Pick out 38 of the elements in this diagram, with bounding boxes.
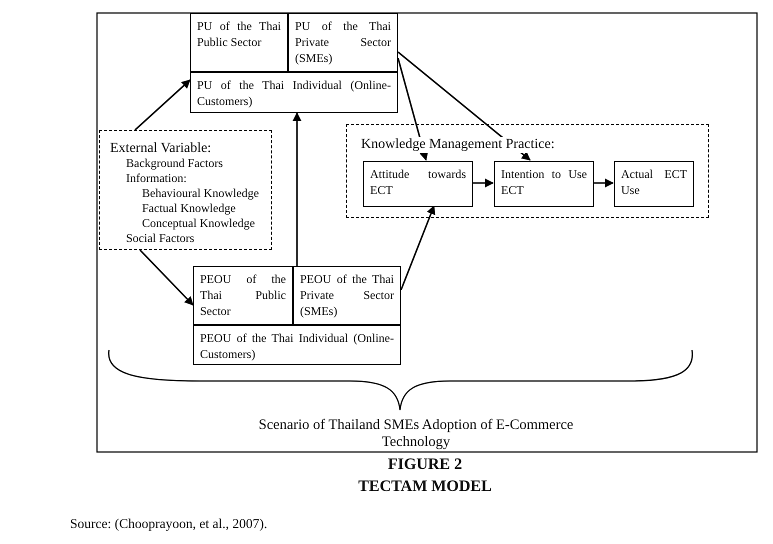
- concept-box: [190, 72, 398, 113]
- concept-box: [494, 161, 594, 207]
- arrow: [400, 205, 436, 290]
- box-text: Attitude towards ECT: [370, 166, 466, 198]
- dashed-group-box: [99, 130, 272, 250]
- figure-number: FIGURE 2: [386, 456, 464, 473]
- box-text: Intention to Use ECT: [501, 166, 587, 198]
- box-text: PEOU of the Thai Individual (Online-Customers): [200, 330, 394, 362]
- box-text: Factual Knowledge: [141, 201, 237, 216]
- concept-box: [193, 266, 293, 325]
- box-text: PU of the Thai Private Sector (SMEs): [295, 18, 391, 66]
- brace-caption: Scenario of Thailand SMEs Adoption of E-Commerce Technology: [258, 417, 574, 451]
- group-heading: External Variable:: [109, 141, 212, 156]
- source-note: Source: (Chooprayoon, et al., 2007).: [70, 515, 268, 532]
- box-text: Information:: [125, 171, 188, 186]
- arrow: [134, 79, 191, 131]
- concept-box: [363, 161, 473, 207]
- box-text: PU of the Thai Individual (Online-Customers): [197, 77, 391, 109]
- box-text: Social Factors: [125, 231, 196, 246]
- arrow: [593, 178, 614, 188]
- box-text: Actual ECT Use: [621, 166, 687, 198]
- concept-box: [288, 13, 398, 72]
- concept-box: [193, 325, 401, 365]
- arrow: [472, 178, 494, 188]
- box-text: PEOU of the Thai Private Sector (SMEs): [300, 271, 394, 319]
- group-heading: Knowledge Management Practice:: [361, 137, 555, 153]
- figure-title: TECTAM MODEL: [357, 478, 493, 495]
- box-text: Background Factors: [125, 156, 224, 171]
- dashed-group-box: [346, 124, 709, 218]
- concept-box: [293, 266, 401, 325]
- concept-box: [190, 13, 288, 72]
- box-text: PEOU of the Thai Public Sector: [200, 271, 286, 319]
- arrow: [139, 249, 194, 306]
- box-text: PU of the Thai Public Sector: [197, 18, 281, 50]
- box-text: Conceptual Knowledge: [141, 216, 256, 231]
- box-text: Behavioural Knowledge: [141, 186, 260, 201]
- arrow: [292, 112, 302, 266]
- concept-box: [614, 161, 694, 207]
